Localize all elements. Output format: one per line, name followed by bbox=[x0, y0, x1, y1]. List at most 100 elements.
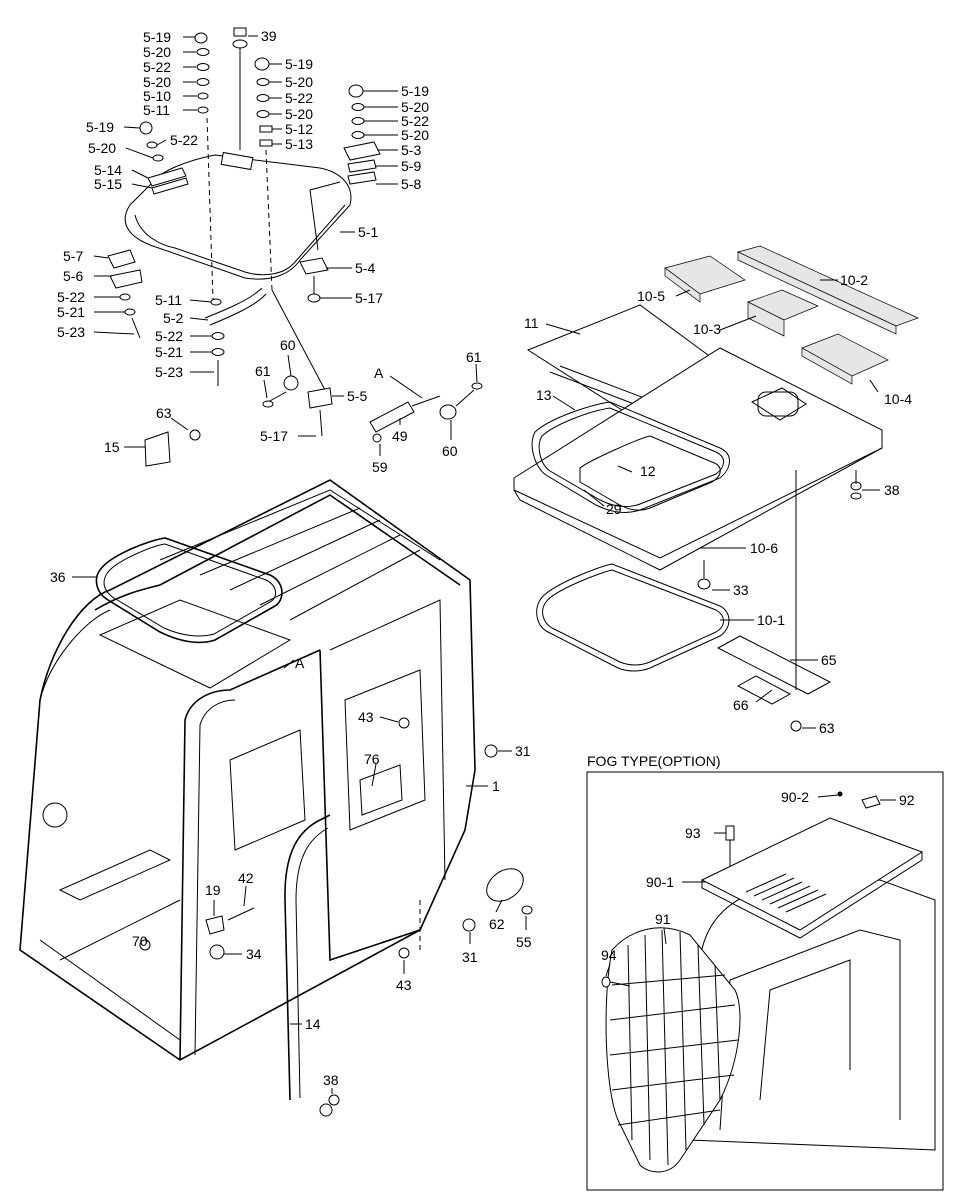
foam-pad-10-5 bbox=[664, 255, 746, 295]
label-31: 31 bbox=[515, 743, 531, 759]
front-guard-91 bbox=[605, 927, 741, 1173]
label-5-5: 5-5 bbox=[347, 388, 367, 404]
label-5-22: 5-22 bbox=[401, 113, 429, 129]
washer-stack-right bbox=[309, 84, 381, 251]
label-10-3: 10-3 bbox=[693, 321, 721, 337]
label-94: 94 bbox=[601, 947, 617, 963]
label-5-19: 5-19 bbox=[86, 119, 114, 135]
window-frame-36 bbox=[95, 537, 283, 644]
label-10-6: 10-6 bbox=[750, 540, 778, 556]
label-90-2: 90-2 bbox=[781, 789, 809, 805]
label-15: 15 bbox=[104, 439, 120, 455]
label-10-4: 10-4 bbox=[884, 391, 912, 407]
roof-panel-assembly bbox=[513, 245, 919, 732]
label-5-20: 5-20 bbox=[143, 44, 171, 60]
label-5-19: 5-19 bbox=[143, 29, 171, 45]
label-55: 55 bbox=[516, 934, 532, 950]
label-5-20: 5-20 bbox=[401, 99, 429, 115]
label-59: 59 bbox=[372, 459, 388, 475]
label-36: 36 bbox=[50, 569, 66, 585]
label-5-23: 5-23 bbox=[155, 364, 183, 380]
label-92: 92 bbox=[899, 792, 915, 808]
label-11: 11 bbox=[524, 315, 539, 331]
label-5-20: 5-20 bbox=[143, 74, 171, 90]
label-5-17: 5-17 bbox=[355, 290, 383, 306]
label-5-17: 5-17 bbox=[260, 428, 288, 444]
label-5-21: 5-21 bbox=[155, 344, 183, 360]
label-5-12: 5-12 bbox=[285, 121, 313, 137]
label-38: 38 bbox=[323, 1072, 339, 1088]
label-90-1: 90-1 bbox=[646, 874, 674, 890]
label-76: 76 bbox=[364, 751, 380, 767]
fog-type-option-panel bbox=[586, 771, 944, 1191]
leader-lines bbox=[72, 35, 896, 1094]
label-61: 61 bbox=[255, 363, 271, 379]
label-5-3: 5-3 bbox=[401, 142, 421, 158]
label-5-22: 5-22 bbox=[155, 328, 183, 344]
label-5-19: 5-19 bbox=[401, 83, 429, 99]
label-5-22: 5-22 bbox=[143, 59, 171, 75]
label-49: 49 bbox=[392, 428, 408, 444]
label-5-4: 5-4 bbox=[355, 260, 375, 276]
label-60: 60 bbox=[442, 443, 458, 459]
label-34: 34 bbox=[246, 946, 262, 962]
label-5-20: 5-20 bbox=[401, 127, 429, 143]
label-61: 61 bbox=[466, 349, 482, 365]
bolt-39 bbox=[232, 27, 248, 150]
seal-13 bbox=[531, 401, 730, 513]
gas-spring-49 bbox=[262, 375, 483, 443]
label-70: 70 bbox=[132, 933, 148, 949]
label-A: A bbox=[295, 655, 305, 671]
label-14: 14 bbox=[305, 1016, 321, 1032]
label-19: 19 bbox=[205, 882, 221, 898]
label-43: 43 bbox=[396, 977, 412, 993]
label-5-20: 5-20 bbox=[88, 140, 116, 156]
label-5-7: 5-7 bbox=[63, 248, 83, 264]
label-5-9: 5-9 bbox=[401, 158, 421, 174]
roof-hatch-assembly bbox=[107, 27, 483, 467]
label-62: 62 bbox=[489, 916, 505, 932]
fog-type-title: FOG TYPE(OPTION) bbox=[587, 753, 721, 769]
label-5-15: 5-15 bbox=[94, 176, 122, 192]
label-5-22: 5-22 bbox=[57, 289, 85, 305]
label-66: 66 bbox=[733, 697, 749, 713]
label-31: 31 bbox=[462, 949, 478, 965]
label-5-8: 5-8 bbox=[401, 176, 421, 192]
label-10-1: 10-1 bbox=[757, 612, 785, 628]
label-63: 63 bbox=[156, 405, 172, 421]
seal-10-1 bbox=[536, 563, 730, 672]
label-63: 63 bbox=[819, 720, 835, 736]
label-1: 1 bbox=[492, 778, 500, 794]
label-5-22: 5-22 bbox=[285, 90, 313, 106]
label-5-14: 5-14 bbox=[94, 162, 122, 178]
label-5-2: 5-2 bbox=[163, 310, 183, 326]
cab-frame-1 bbox=[19, 479, 533, 1117]
label-5-22: 5-22 bbox=[170, 132, 198, 148]
label-33: 33 bbox=[733, 582, 749, 598]
label-5-20: 5-20 bbox=[285, 74, 313, 90]
label-5-10: 5-10 bbox=[143, 88, 171, 104]
front-guard-grid bbox=[609, 929, 739, 1166]
label-13: 13 bbox=[536, 387, 552, 403]
label-5-6: 5-6 bbox=[63, 268, 83, 284]
top-plate-slots bbox=[745, 873, 827, 913]
washer-stack-middle bbox=[254, 57, 326, 391]
label-38: 38 bbox=[884, 482, 900, 498]
label-5-1: 5-1 bbox=[358, 224, 378, 240]
fog-top-plate-90-1 bbox=[700, 817, 924, 931]
label-43: 43 bbox=[358, 709, 374, 725]
label-60: 60 bbox=[280, 337, 296, 353]
label-10-5: 10-5 bbox=[637, 288, 665, 304]
label-29: 29 bbox=[606, 501, 622, 517]
callout-labels: 5-19 5-20 5-22 5-20 5-10 5-11 5-19 5-22 … bbox=[50, 28, 915, 1088]
label-10-2: 10-2 bbox=[840, 272, 868, 288]
handrail-14 bbox=[284, 814, 331, 1101]
label-A: A bbox=[374, 365, 384, 381]
label-5-19: 5-19 bbox=[285, 56, 313, 72]
label-91: 91 bbox=[655, 911, 671, 927]
label-5-21: 5-21 bbox=[57, 304, 85, 320]
label-65: 65 bbox=[821, 652, 837, 668]
label-12: 12 bbox=[640, 463, 656, 479]
label-5-23: 5-23 bbox=[57, 324, 85, 340]
